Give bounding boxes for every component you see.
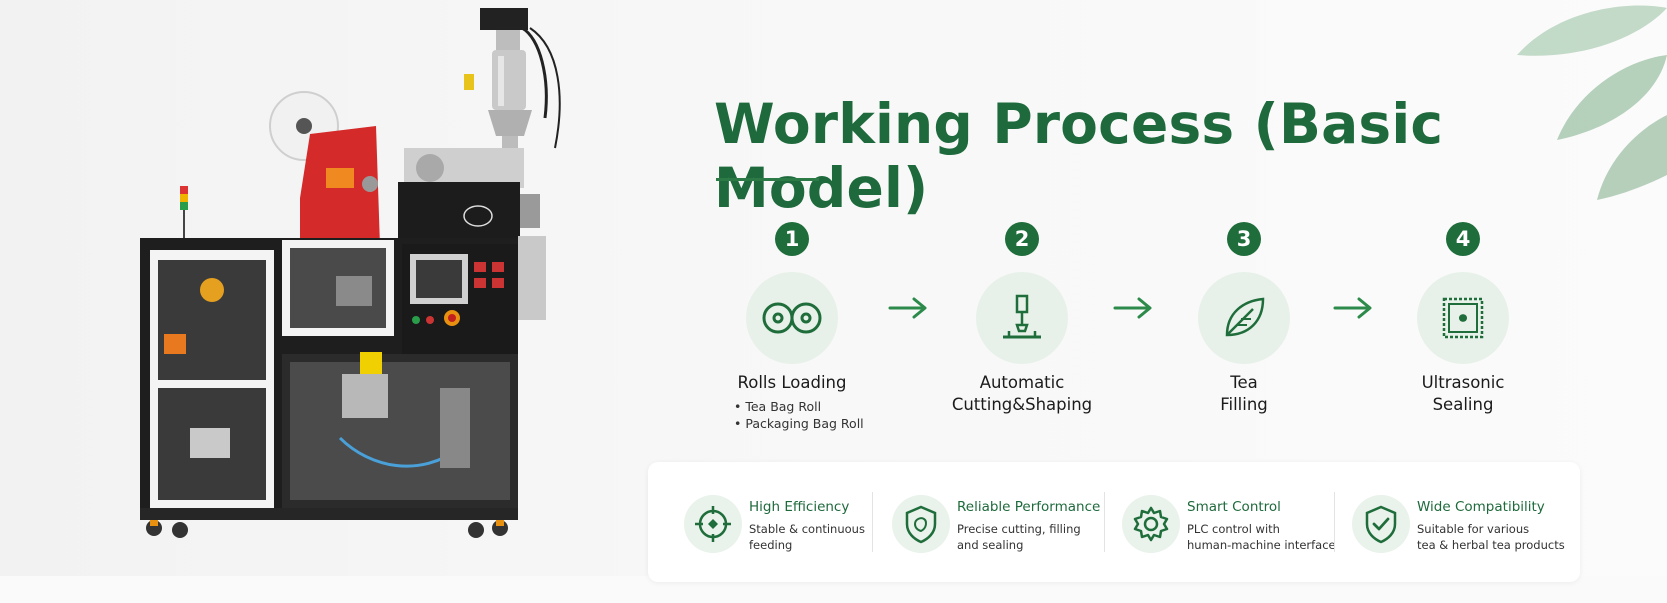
step-name-line: Sealing <box>1432 395 1494 414</box>
feature-title: Reliable Performance <box>957 499 1101 515</box>
feature-title: High Efficiency <box>749 499 850 515</box>
feature-divider <box>872 492 873 552</box>
arrow-right-icon <box>1333 297 1372 319</box>
feature-divider <box>1334 492 1335 552</box>
feature-smart-control: Smart Control PLC control with human-mac… <box>1122 493 1352 553</box>
rolls-icon <box>762 302 822 334</box>
step-icon-wrap <box>1198 272 1290 364</box>
process-step-1: 1 Rolls Loading Tea Bag Roll Packaging B… <box>692 222 892 432</box>
process-step-3: 3 Tea Filling <box>1144 222 1344 416</box>
step-name-line: Automatic <box>979 373 1065 392</box>
gear-icon <box>1133 506 1169 542</box>
step-name-line: Tea <box>1230 373 1258 392</box>
feature-desc-line: PLC control with <box>1187 522 1280 536</box>
feature-desc-line: Precise cutting, filling <box>957 522 1081 536</box>
feature-high-efficiency: High Efficiency Stable & continuous feed… <box>684 493 914 553</box>
step-name-line: Filling <box>1220 395 1268 414</box>
feature-description: Precise cutting, filling and sealing <box>957 521 1127 553</box>
seal-square-icon <box>1442 297 1484 339</box>
features-card: High Efficiency Stable & continuous feed… <box>648 462 1580 582</box>
feature-icon-wrap <box>684 495 742 553</box>
feature-desc-line: Suitable for various <box>1417 522 1530 536</box>
feature-desc-line: and sealing <box>957 538 1024 552</box>
feature-desc-line: tea & herbal tea products <box>1417 538 1565 552</box>
target-icon <box>695 506 731 542</box>
arrow-right-icon <box>1113 297 1152 319</box>
shield-icon <box>905 505 937 544</box>
step-sub-item: Tea Bag Roll <box>734 398 892 415</box>
tea-bag-machine-image <box>140 8 561 538</box>
step-icon-wrap <box>1417 272 1509 364</box>
process-step-2: 2 Automatic Cutting&Shaping <box>922 222 1122 416</box>
step-name: Ultrasonic Sealing <box>1363 372 1563 416</box>
step-number: 4 <box>1446 222 1480 256</box>
step-name-line: Cutting&Shaping <box>951 395 1093 414</box>
feature-description: PLC control with human-machine interface <box>1187 521 1357 553</box>
feature-reliable-performance: Reliable Performance Precise cutting, fi… <box>892 493 1122 553</box>
feature-icon-wrap <box>892 495 950 553</box>
leaf-decoration-icon <box>1517 5 1667 200</box>
feature-desc-line: feeding <box>749 538 793 552</box>
feature-title: Smart Control <box>1187 499 1281 515</box>
step-name-line: Rolls Loading <box>737 373 847 392</box>
step-name: Automatic Cutting&Shaping <box>922 372 1122 416</box>
cutting-icon <box>1003 294 1041 339</box>
process-step-4: 4 Ultrasonic Sealing <box>1363 222 1563 416</box>
feature-divider <box>1104 492 1105 552</box>
feature-title: Wide Compatibility <box>1417 499 1545 515</box>
step-name: Rolls Loading <box>692 372 892 394</box>
feature-description: Stable & continuous feeding <box>749 521 919 553</box>
feature-description: Suitable for various tea & herbal tea pr… <box>1417 521 1587 553</box>
step-sub-item: Packaging Bag Roll <box>734 415 892 432</box>
step-number: 3 <box>1227 222 1261 256</box>
step-number: 2 <box>1005 222 1039 256</box>
step-name-line: Ultrasonic <box>1421 373 1505 392</box>
feature-desc-line: Stable & continuous <box>749 522 865 536</box>
arrow-right-icon <box>888 297 927 319</box>
feature-desc-line: human-machine interface <box>1187 538 1336 552</box>
title-underline <box>716 178 819 181</box>
step-sub-list: Tea Bag Roll Packaging Bag Roll <box>734 398 892 432</box>
step-icon-wrap <box>746 272 838 364</box>
step-name: Tea Filling <box>1144 372 1344 416</box>
step-number: 1 <box>775 222 809 256</box>
leaf-icon <box>1225 297 1265 337</box>
step-icon-wrap <box>976 272 1068 364</box>
feature-icon-wrap <box>1122 495 1180 553</box>
page-title: Working Process (Basic Model) <box>714 92 1444 220</box>
shield-check-icon <box>1365 505 1397 544</box>
feature-icon-wrap <box>1352 495 1410 553</box>
feature-wide-compatibility: Wide Compatibility Suitable for various … <box>1352 493 1582 553</box>
